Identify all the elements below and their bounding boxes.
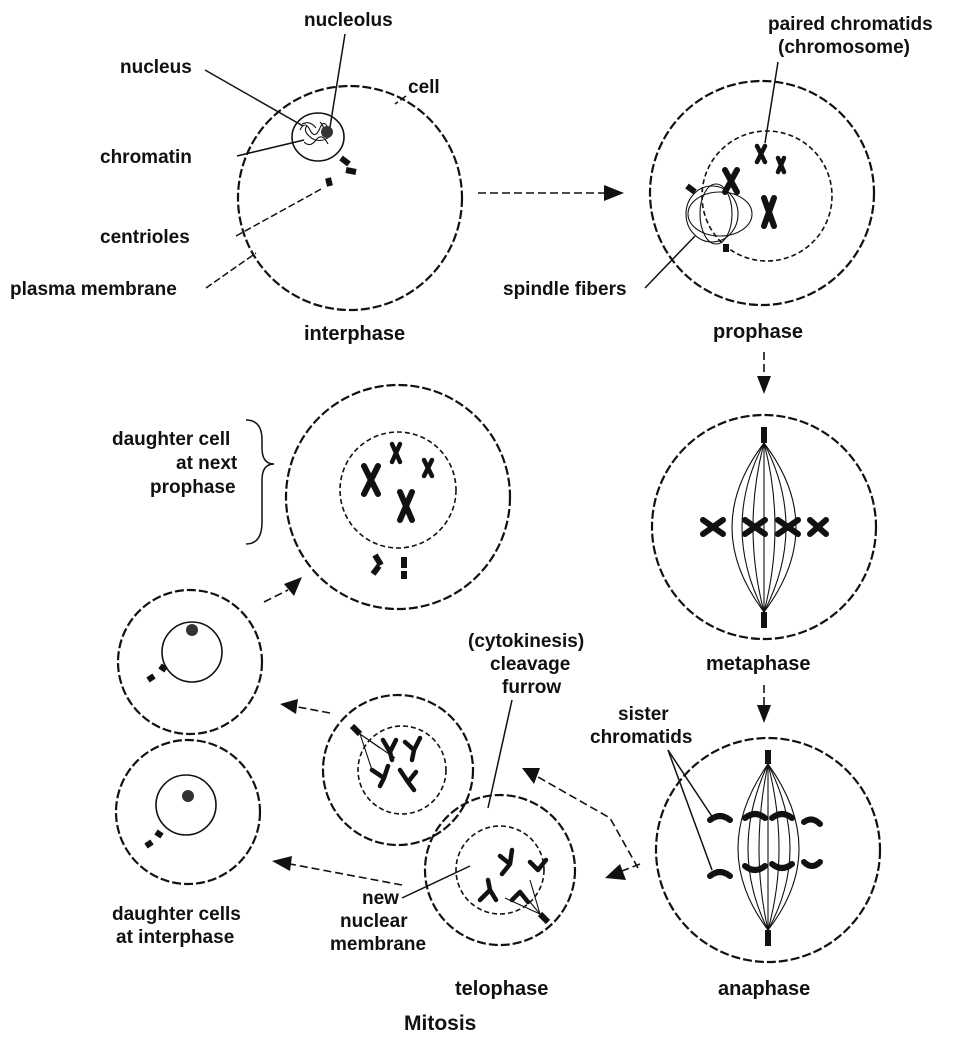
leader-spindle-fibers (645, 236, 695, 288)
arrow-to-telophase (538, 777, 638, 868)
prophase-nucleus (702, 131, 832, 261)
telophase-lower-cell (425, 795, 575, 945)
label-new: new (362, 888, 399, 909)
arrowhead (605, 864, 626, 880)
daughter-cell-next-prophase (286, 385, 510, 609)
stage-metaphase: metaphase (706, 653, 811, 675)
arrowhead (757, 376, 771, 394)
chromosome (745, 520, 765, 534)
label-at-interphase: at interphase (116, 927, 234, 948)
nucleolus-dot (321, 126, 333, 138)
label-nucleus: nucleus (120, 57, 192, 78)
chromosome (764, 198, 774, 226)
anaphase-cell (656, 738, 880, 962)
label-cytokinesis: (cytokinesis) (468, 631, 584, 652)
label-membrane: membrane (330, 934, 426, 955)
daughter-cell-upper (118, 590, 262, 734)
leader-nucleus (205, 70, 303, 126)
label-at-next: at next (176, 453, 238, 474)
leader-cleavage-furrow (488, 700, 512, 808)
daughter-cell-lower (116, 740, 260, 884)
leader-plasma-membrane (206, 253, 256, 288)
leader-sister-1 (668, 750, 713, 818)
arrow-to-daughter-upper (298, 707, 330, 713)
arrowhead (284, 577, 302, 596)
arrowhead (272, 856, 292, 871)
label-chromatids: chromatids (590, 727, 692, 748)
leader-new-membrane (402, 866, 470, 898)
metaphase-cell (652, 415, 876, 639)
sister-chromatids-lower (710, 862, 820, 876)
arrowhead (757, 705, 771, 723)
chromosome (424, 460, 432, 476)
centriole (341, 158, 349, 164)
label-daughter-cell: daughter cell (112, 429, 230, 450)
stage-telophase: telophase (455, 978, 548, 1000)
label-sister: sister (618, 704, 669, 725)
stage-anaphase: anaphase (718, 978, 810, 1000)
label-chromatin: chromatin (100, 147, 192, 168)
chromosome (364, 466, 378, 494)
chromosome (392, 444, 400, 462)
stage-prophase: prophase (713, 321, 803, 343)
telophase-upper-cell (323, 695, 473, 845)
label-chromosome: (chromosome) (778, 37, 910, 58)
label-prophase-next: prophase (150, 477, 236, 498)
sister-chromatids-upper (710, 814, 820, 824)
diagram-title: Mitosis (404, 1012, 476, 1035)
chromosome (778, 520, 798, 534)
chromosome (703, 520, 723, 534)
brace (246, 420, 274, 544)
interphase-nucleus (292, 113, 344, 161)
arrowhead (604, 185, 624, 201)
arrowhead (280, 699, 298, 714)
leader-centrioles (236, 188, 323, 236)
chromosome (757, 146, 765, 162)
leader-nucleolus (330, 34, 345, 127)
arrow-to-daughter-lower (290, 864, 402, 885)
stage-interphase: interphase (304, 323, 405, 345)
label-daughter-cells: daughter cells (112, 904, 241, 925)
centriole (328, 178, 330, 186)
leader-sister-2 (668, 750, 712, 870)
arrowhead (522, 768, 540, 784)
centriole (346, 170, 356, 172)
label-nuclear: nuclear (340, 911, 408, 932)
chromosome (725, 170, 737, 192)
label-paired-chromatids: paired chromatids (768, 14, 933, 35)
prophase-cell (650, 81, 874, 305)
label-cell: cell (408, 77, 440, 98)
label-centrioles: centrioles (100, 227, 190, 248)
label-nucleolus: nucleolus (304, 10, 393, 31)
arrow-to-next-prophase (264, 590, 288, 602)
spindle-fibers (738, 764, 799, 930)
label-plasma-membrane: plasma membrane (10, 279, 177, 300)
label-cleavage: cleavage (490, 654, 570, 675)
label-furrow: furrow (502, 677, 561, 698)
chromosome (778, 158, 784, 172)
chromosome (400, 492, 412, 520)
interphase-cell (238, 86, 462, 310)
chromosome (810, 520, 826, 534)
label-spindle-fibers: spindle fibers (503, 279, 627, 300)
